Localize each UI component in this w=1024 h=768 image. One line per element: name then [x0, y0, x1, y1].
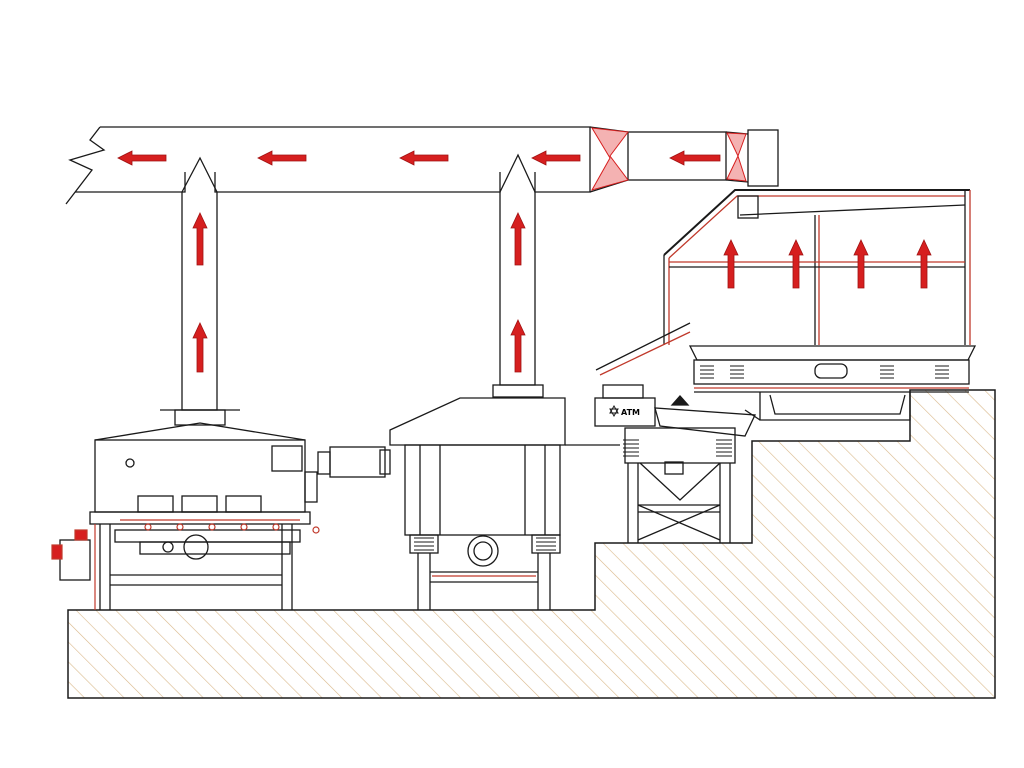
airflow-arrow-up-2: [192, 322, 208, 373]
middle-machine: [389, 397, 620, 610]
vibrating-feeder: [594, 384, 756, 543]
middle-machine-springs: [414, 537, 556, 551]
airflow-arrow-up-6: [788, 239, 804, 289]
duct-transition-red-mesh: [590, 127, 747, 191]
right-bed-machine: [688, 345, 977, 421]
airflow-arrows: [117, 150, 932, 373]
ground-foundation: [67, 389, 996, 699]
airflow-arrow-up-4: [510, 319, 526, 373]
atm-logo-text: ATM: [621, 408, 640, 417]
middle-exhaust-stack: [492, 153, 544, 398]
atm-logo: ATM: [609, 404, 640, 418]
airflow-arrow-left-2: [257, 150, 307, 166]
airflow-arrow-up-3: [510, 212, 526, 266]
airflow-arrow-left-5: [669, 150, 721, 166]
airflow-arrow-up-1: [192, 212, 208, 266]
airflow-arrow-left-4: [531, 150, 581, 166]
right-hood-frame: [595, 189, 971, 376]
airflow-arrow-up-5: [723, 239, 739, 289]
airflow-arrow-up-7: [853, 239, 869, 289]
left-machine: [59, 422, 318, 610]
left-machine-red-details: [51, 519, 320, 610]
main-exhaust-duct: [65, 126, 779, 205]
airflow-arrow-left-3: [399, 150, 449, 166]
airflow-arrow-up-8: [916, 239, 932, 289]
transfer-duct: [317, 446, 391, 478]
vibrating-feeder-springs: [623, 439, 732, 457]
airflow-arrow-left-1: [117, 150, 167, 166]
left-exhaust-stack: [160, 156, 240, 426]
right-bed-springs: [700, 365, 949, 379]
